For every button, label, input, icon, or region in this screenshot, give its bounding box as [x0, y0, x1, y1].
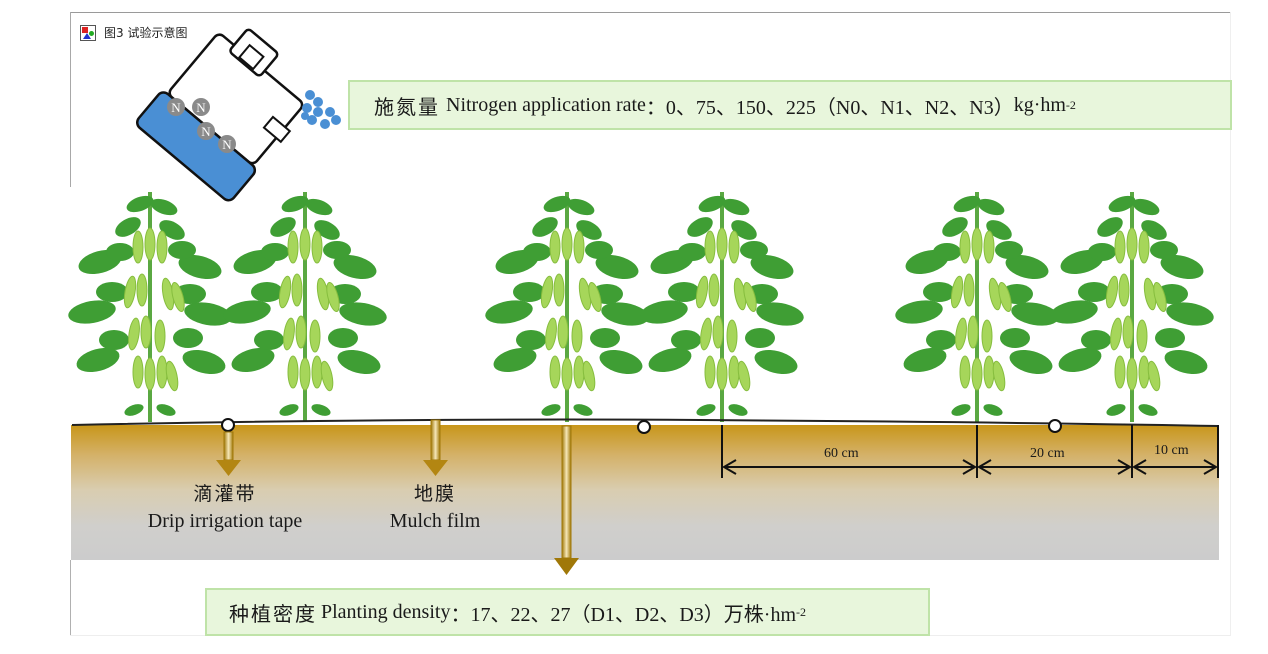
planting-density-box: 种植密度 Planting density ： 17、22、27 （D1、D2、…: [205, 588, 930, 636]
svg-text:N: N: [222, 137, 232, 152]
arrow-mulch: [423, 419, 448, 476]
drip-emitter: [221, 418, 235, 432]
window-frame-top: [70, 12, 1230, 13]
density-unit: 万株·hm: [723, 603, 797, 626]
svg-text:N: N: [196, 100, 206, 115]
picture-viewer-icon: [80, 24, 96, 41]
wide-row-spacing-label: 60 cm: [824, 446, 859, 461]
window-title: 图3 试验示意图: [104, 26, 188, 40]
soybean-plant-icon: [65, 191, 235, 423]
drip-irrigation-label: 滴灌带 Drip irrigation tape: [125, 483, 325, 534]
soybean-plant-icon: [482, 191, 652, 423]
soybean-plant-icon: [220, 191, 390, 423]
narrow-row-spacing-label: 20 cm: [1030, 446, 1065, 461]
density-values: 17、22、27: [470, 603, 571, 626]
soybean-plant-icon: [637, 191, 807, 423]
fertilizer-n-symbols: N N N N: [167, 98, 236, 153]
edge-spacing-label: 10 cm: [1154, 443, 1189, 458]
nitrogen-values: 0、75、150、225: [665, 96, 816, 119]
drip-label-cn: 滴灌带: [193, 484, 257, 505]
spacing-dimensions: [721, 425, 1219, 478]
fertilizer-granules: [301, 90, 341, 129]
soybean-plant-icon: [1047, 191, 1217, 423]
density-label-cn: 种植密度: [229, 603, 317, 626]
density-unit-exponent: -2: [796, 604, 807, 619]
density-label-en: Planting density: [321, 600, 451, 623]
window-frame-left: [70, 12, 71, 187]
soybean-plant-icon: [892, 191, 1062, 423]
window-frame-left-lower: [70, 560, 71, 636]
nitrogen-label-en: Nitrogen application rate: [446, 93, 646, 116]
nitrogen-unit-exponent: -2: [1065, 97, 1076, 112]
density-codes: （D1、D2、D3）: [570, 603, 724, 626]
arrow-density: [554, 425, 579, 575]
mulch-film-label: 地膜 Mulch film: [370, 483, 500, 534]
drip-label-en: Drip irrigation tape: [147, 509, 303, 532]
mulch-label-en: Mulch film: [389, 509, 481, 532]
soil-profile: [71, 425, 1219, 560]
nitrogen-codes: （N0、N1、N2、N3）: [815, 96, 1014, 119]
window-frame-right: [1230, 12, 1231, 636]
arrow-drip: [216, 431, 241, 476]
fertilizer-bag-icon: [136, 28, 304, 202]
svg-text:N: N: [171, 100, 181, 115]
nitrogen-unit: kg·hm: [1013, 93, 1066, 116]
svg-text:N: N: [201, 124, 211, 139]
drip-emitter: [1048, 419, 1062, 433]
nitrogen-label-cn: 施氮量: [374, 96, 440, 119]
window-title-bar: 图3 试验示意图: [80, 24, 187, 41]
mulch-label-cn: 地膜: [413, 484, 456, 505]
nitrogen-rate-box: 施氮量 Nitrogen application rate ： 0、75、150…: [348, 80, 1232, 130]
drip-emitter: [637, 420, 651, 434]
